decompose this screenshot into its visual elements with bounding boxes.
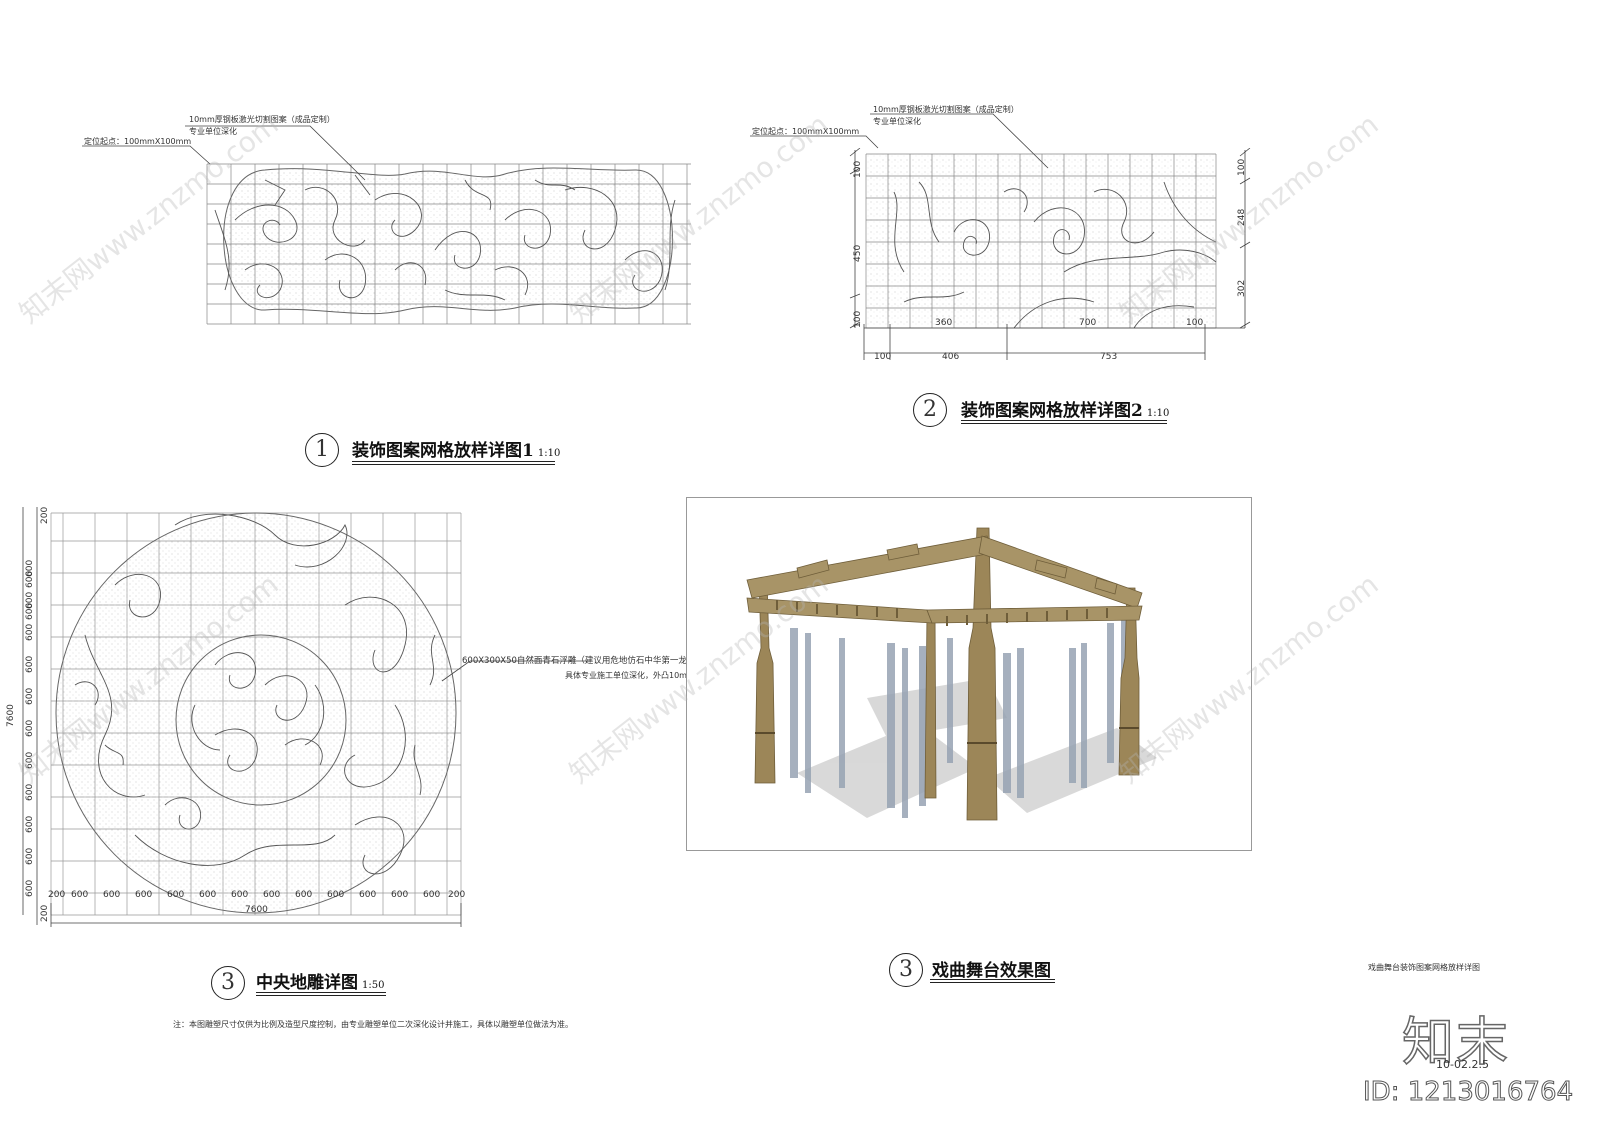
detail3-dim-bottom-9: 600: [295, 890, 313, 900]
detail2-dim-right-1: 100: [1237, 158, 1247, 176]
detail3-dim-bottom-7: 600: [231, 890, 249, 900]
detail3-dim-left-14: 600: [25, 602, 35, 620]
detail2-title-underline2: [961, 423, 1167, 424]
detail3-dim-bottom-11: 600: [359, 890, 377, 900]
detail2-title-underline: [961, 420, 1167, 421]
detail1-leader-lines: [82, 125, 366, 181]
stage-render-frame: [686, 497, 1252, 851]
detail3-dim-left-7: 600: [25, 719, 35, 737]
detail3-title-underline2: [256, 995, 386, 996]
detail1-scale: 1:10: [537, 448, 561, 459]
detail2-dim-bottom-3: 753: [1100, 352, 1118, 362]
detail2-dim-left-2: 450: [853, 244, 863, 262]
detail2-leader-lines: [750, 113, 1049, 169]
detail3-dim-bottom-6: 600: [199, 890, 217, 900]
detail3-general-note: 注：本图雕塑尺寸仅供为比例及造型尺度控制，由专业雕塑单位二次深化设计并施工，具体…: [173, 1020, 573, 1029]
detail2-number-circle: 2: [913, 393, 947, 427]
detail3-dim-bottom-12: 600: [391, 890, 409, 900]
detail1-grid-drawing: [206, 163, 691, 325]
detail2-dim-right-3: 302: [1237, 279, 1247, 297]
detail3-dim-left-1: 200: [40, 506, 50, 524]
detail3-dim-left-6: 600: [25, 687, 35, 705]
detail3-dim-bottom-3: 600: [103, 890, 121, 900]
detail3-dim-bottom-8: 600: [263, 890, 281, 900]
detail1-note-material: 10mm厚钢板激光切割图案（成品定制）: [189, 115, 335, 124]
detail2-note-shop: 专业单位深化: [873, 117, 921, 126]
detail3-dim-bottom-5: 600: [167, 890, 185, 900]
detail2-dim-right-2: 248: [1237, 208, 1247, 226]
detail3-dim-left-12: 600: [25, 879, 35, 897]
detail3-dim-left-13: 600: [25, 570, 35, 588]
detail1-note-origin: 定位起点：100mmX100mm: [84, 137, 192, 146]
detail2-dim-inner-2: 700: [1079, 318, 1097, 328]
render-title-underline: [930, 979, 1055, 980]
detail2-dim-left-1: 100: [853, 160, 863, 178]
sheet-title: 戏曲舞台装饰图案网格放样详图: [1368, 963, 1480, 972]
detail3-dim-bottom-14: 200: [448, 890, 466, 900]
detail3-dim-left-10: 600: [25, 815, 35, 833]
detail3-dim-bottom-2: 600: [71, 890, 89, 900]
detail2-grid-drawing: [865, 153, 1217, 329]
detail3-dim-bottom-total: 7600: [245, 905, 268, 915]
detail3-dim-bottom-13: 600: [423, 890, 441, 900]
detail2-note-material: 10mm厚钢板激光切割图案（成品定制）: [873, 105, 1019, 114]
detail2-note-origin: 定位起点：100mmX100mm: [752, 127, 860, 136]
stage-render-image: [746, 527, 1157, 821]
detail3-dim-bottom-1: 200: [48, 890, 66, 900]
detail3-dim-left-5: 600: [25, 655, 35, 673]
detail3-scale: 1:50: [362, 980, 385, 991]
detail3-leader-line: [441, 660, 588, 682]
detail1-number-circle: 1: [305, 433, 339, 467]
detail3-dim-bottom-10: 600: [327, 890, 345, 900]
detail3-dim-left-11: 600: [25, 847, 35, 865]
drawing-number: 10-02.2.5: [1436, 1058, 1489, 1071]
detail1-title-underline2: [352, 464, 555, 465]
brand-logo: 知末: [1401, 1012, 1511, 1074]
render-title: 戏曲舞台效果图: [932, 961, 1051, 981]
detail2-dim-bottom-1: 100: [874, 352, 892, 362]
detail3-dim-left-15: 200: [40, 904, 50, 922]
detail1-title-underline: [352, 461, 555, 462]
detail3-dim-left-4: 600: [25, 623, 35, 641]
detail3-material-note2: 具体专业施工单位深化，外凸10mm: [565, 671, 695, 680]
detail2-dimension-lines: [849, 148, 1251, 360]
detail3-number-circle: 3: [211, 966, 245, 1000]
detail2-dim-inner-3: 100: [1186, 318, 1204, 328]
detail3-dim-left-9: 600: [25, 783, 35, 801]
id-label: ID: 1213016764: [1362, 1077, 1574, 1108]
detail3-grid-drawing: [22, 507, 462, 927]
detail3-material-note: 600X300X50自然面青石浮雕（建议用危地仿石中华第一龙图案设计）: [462, 656, 730, 666]
detail1-note-shop: 专业单位深化: [189, 127, 237, 136]
render-title-underline2: [930, 982, 1055, 983]
detail2-dim-bottom-2: 406: [942, 352, 960, 362]
detail3-dim-left-total: 7600: [6, 704, 16, 727]
render-number-circle: 3: [889, 953, 923, 987]
detail2-scale: 1:10: [1146, 408, 1170, 419]
detail3-dim-bottom-4: 600: [135, 890, 153, 900]
detail2-dim-left-3: 100: [853, 310, 863, 328]
detail2-dim-inner-1: 360: [935, 318, 953, 328]
detail3-title-underline: [256, 992, 386, 993]
detail3-dim-left-8: 600: [25, 751, 35, 769]
